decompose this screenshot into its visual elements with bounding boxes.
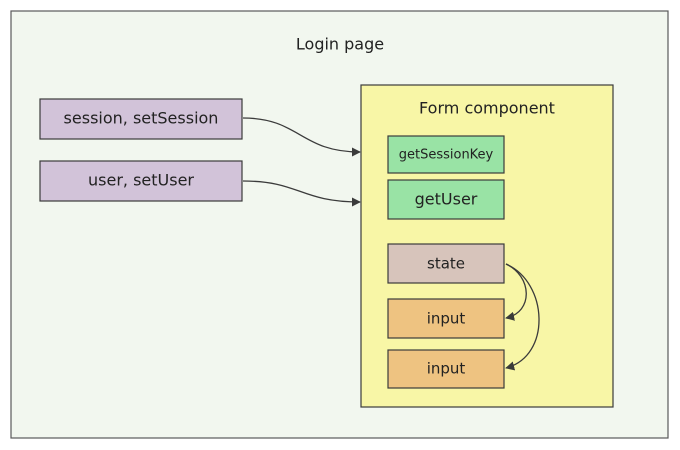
form-component-title: Form component [419, 99, 555, 118]
state-to-input-2-arrow [505, 263, 540, 371]
user-to-getuser-arrow [242, 180, 361, 207]
get-user-label: getUser [415, 190, 478, 209]
state-label: state [427, 255, 465, 273]
input-box-1: input [387, 298, 505, 339]
user-prop-label: user, setUser [88, 171, 194, 190]
user-prop-box: user, setUser [39, 160, 243, 202]
input-label-1: input [427, 310, 466, 328]
login-page-title: Login page [296, 35, 384, 54]
get-user-box: getUser [387, 179, 505, 220]
input-box-2: input [387, 349, 505, 389]
input-label-2: input [427, 360, 466, 378]
get-session-key-label: getSessionKey [399, 148, 494, 163]
get-session-key-box: getSessionKey [387, 135, 505, 174]
session-to-getsessionkey-arrow [242, 117, 361, 157]
session-prop-box: session, setSession [39, 98, 243, 140]
state-box: state [387, 243, 505, 284]
session-prop-label: session, setSession [64, 109, 219, 128]
